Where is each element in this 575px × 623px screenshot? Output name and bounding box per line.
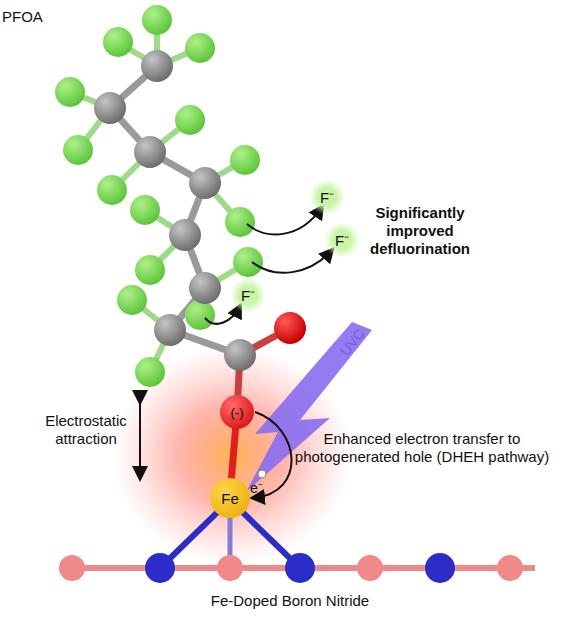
fluorine-atom (225, 207, 255, 237)
fluoride-ion: F⁻ (229, 278, 267, 312)
electron-dot (258, 470, 266, 478)
node-text: Fe (221, 490, 239, 507)
bn-atoms (59, 553, 523, 583)
fluorine-atom (63, 135, 93, 165)
carbon-atom (169, 219, 201, 251)
fluorine-atom (130, 195, 160, 225)
molecule-name: PFOA (2, 8, 62, 26)
node-text: (-) (231, 405, 244, 420)
attraction-arrow (139, 402, 141, 478)
defluor-arrow (252, 250, 332, 273)
carboxylate-oxygen: (-) (220, 395, 254, 429)
boron-atom (217, 555, 243, 581)
fluorine-atom (142, 5, 172, 35)
carbon-atom (134, 136, 166, 168)
pfoa-molecule (55, 5, 306, 412)
fluorine-atom (97, 175, 127, 205)
interaction-note: Electrostatic attraction (38, 412, 134, 448)
fluorine-atom (55, 77, 85, 107)
node-text: F⁻ (241, 285, 255, 305)
carbon-atom (189, 167, 221, 199)
fluorine-atom (185, 33, 215, 63)
fluorine-atom (230, 145, 260, 175)
nitrogen-atom (145, 553, 175, 583)
mechanism-note: Enhanced electron transfer to photogener… (292, 430, 552, 466)
fluorine-atom (135, 255, 165, 285)
effect-note: Significantly improved defluorination (345, 204, 495, 258)
fluorine-atom (117, 285, 147, 315)
node-text: F⁻ (320, 187, 334, 207)
carbon-atom (189, 272, 221, 304)
nitrogen-atom (425, 553, 455, 583)
boron-atom (59, 555, 85, 581)
nitrogen-atom (285, 553, 315, 583)
carbon-atom (94, 92, 126, 124)
electron-label: e⁻ (250, 480, 274, 497)
node-text: F⁻ (335, 230, 349, 250)
fluorine-atom (175, 105, 205, 135)
material-name: Fe-Doped Boron Nitride (160, 592, 420, 610)
carbon-atom (224, 339, 256, 371)
fluoride-ion: F⁻ (323, 223, 361, 257)
fluorine-atom (135, 357, 165, 387)
iron-atom: Fe (210, 478, 250, 518)
fluorine-atom (103, 27, 133, 57)
fluorine-atom (233, 247, 263, 277)
oxygen-atom (274, 312, 306, 344)
carbon-atom (141, 50, 173, 82)
fluoride-ion: F⁻ (308, 180, 346, 214)
boron-atom (497, 555, 523, 581)
carbon-atom (154, 314, 186, 346)
fluorine-atom (185, 300, 215, 330)
boron-atom (357, 555, 383, 581)
